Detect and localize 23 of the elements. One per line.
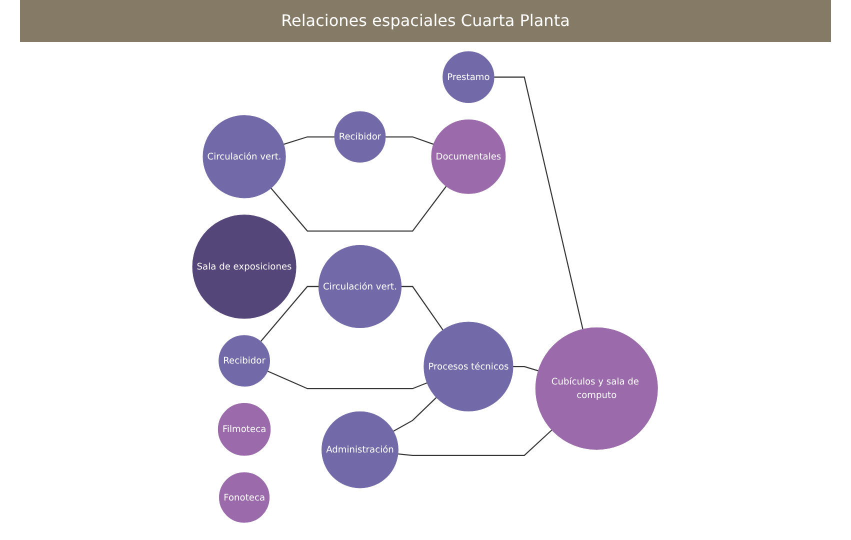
node-circle: Filmoteca: [218, 403, 272, 456]
node-circle: Cubículos y sala de computo: [536, 327, 658, 450]
connector: [284, 136, 336, 145]
node-circle: Documentales: [432, 119, 506, 194]
node-circle: Procesos técnicos: [424, 322, 514, 412]
node-circle: Sala de exposiciones: [192, 214, 297, 319]
node-circle: Prestamo: [443, 51, 495, 103]
connector: [270, 186, 448, 232]
node-circle: Circulación vert.: [318, 244, 402, 328]
connector: [513, 366, 539, 372]
connector: [398, 430, 553, 456]
connector: [386, 136, 434, 145]
connector: [268, 370, 428, 390]
connector: [393, 397, 438, 432]
node-circle: Administración: [322, 411, 399, 488]
node-circle: Fonoteca: [219, 472, 270, 523]
node-circle: Circulación vert.: [203, 115, 286, 198]
connector: [260, 286, 320, 342]
node-circle: Recibidor: [334, 111, 386, 163]
node-circle: Recibidor: [219, 335, 270, 387]
connector: [402, 286, 444, 330]
title-banner: Relaciones espaciales Cuarta Planta: [20, 0, 831, 42]
connector: [494, 76, 584, 330]
